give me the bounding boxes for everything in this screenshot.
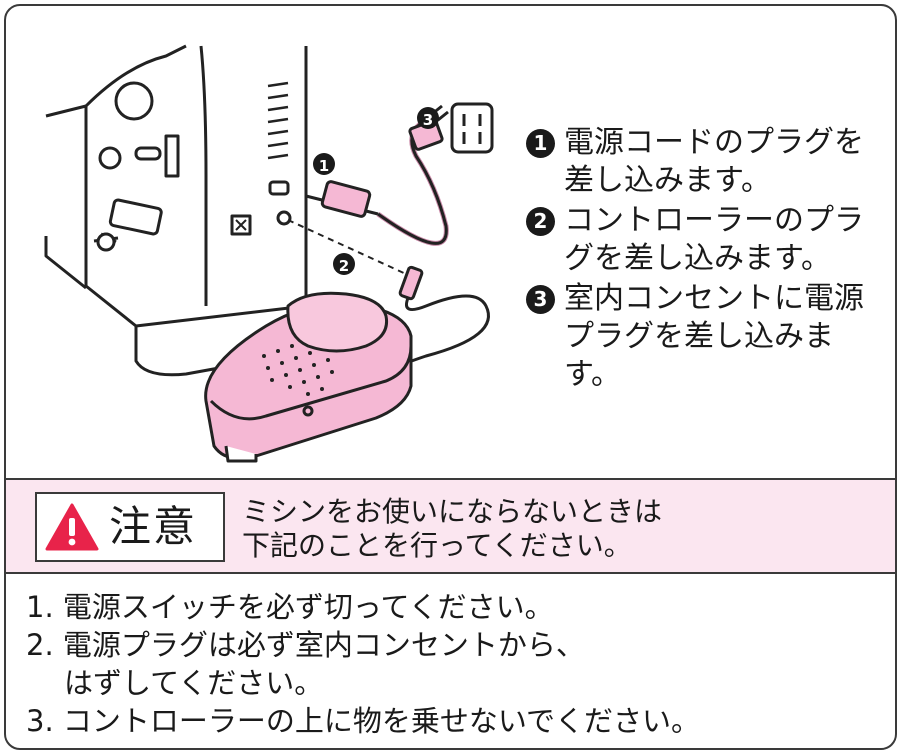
rule-item: 2. 電源プラグは必ず室内コンセントから、 [26, 628, 585, 662]
step-text: 電源コードのプラグを差し込みます。 [564, 125, 864, 198]
caution-lead-line: ミシンをお使いにならないときは [242, 495, 663, 528]
rule-item: 1. 電源スイッチを必ず切ってください。 [26, 590, 554, 624]
caution-lead: ミシンをお使いにならないときは 下記のことを行ってください。 [242, 495, 662, 563]
step-text: コントローラーのプラグを差し込みます。 [564, 203, 864, 276]
rule-item-continued: はずしてください。 [64, 666, 324, 700]
callout-3: 3 [417, 107, 439, 129]
callout-1: 1 [313, 153, 335, 175]
svg-text:2: 2 [339, 257, 349, 275]
svg-text:3: 3 [423, 111, 433, 129]
instruction-panel: 1 2 3 1 電源コードのプラグを差し込みます。 2 コントローラーのプラグを… [4, 4, 897, 750]
step-number: 3 [526, 285, 555, 314]
step-number: 1 [526, 129, 555, 158]
wall-outlet-icon [450, 102, 494, 154]
connection-illustration: 1 2 3 [44, 44, 494, 463]
rule-item: 3. コントローラーの上に物を乗せないでください。 [26, 704, 701, 738]
step-text: 室内コンセントに電源プラグを差し込みます。 [564, 281, 864, 392]
sewing-machine-icon [44, 44, 308, 377]
step-item: 2 コントローラーのプラグを差し込みます。 [526, 202, 895, 278]
callout-2: 2 [333, 253, 355, 275]
controller-cable-icon [398, 265, 490, 366]
caution-rules: 1. 電源スイッチを必ず切ってください。 2. 電源プラグは必ず室内コンセントか… [26, 588, 700, 740]
caution-header: 注意 ミシンをお使いにならないときは 下記のことを行ってください。 [6, 478, 895, 574]
step-item: 3 室内コンセントに電源プラグを差し込みます。 [526, 280, 895, 394]
svg-text:1: 1 [319, 157, 329, 175]
caution-word: 注意 [109, 502, 198, 551]
step-item: 1 電源コードのプラグを差し込みます。 [526, 124, 895, 200]
warning-triangle-icon [45, 503, 99, 551]
caution-lead-line: 下記のことを行ってください。 [242, 529, 632, 562]
step-list: 1 電源コードのプラグを差し込みます。 2 コントローラーのプラグを差し込みます… [526, 124, 895, 396]
foot-controller-icon [204, 291, 413, 463]
caution-label-box: 注意 [35, 492, 225, 562]
power-cord-icon [305, 104, 449, 246]
step-number: 2 [526, 207, 555, 236]
